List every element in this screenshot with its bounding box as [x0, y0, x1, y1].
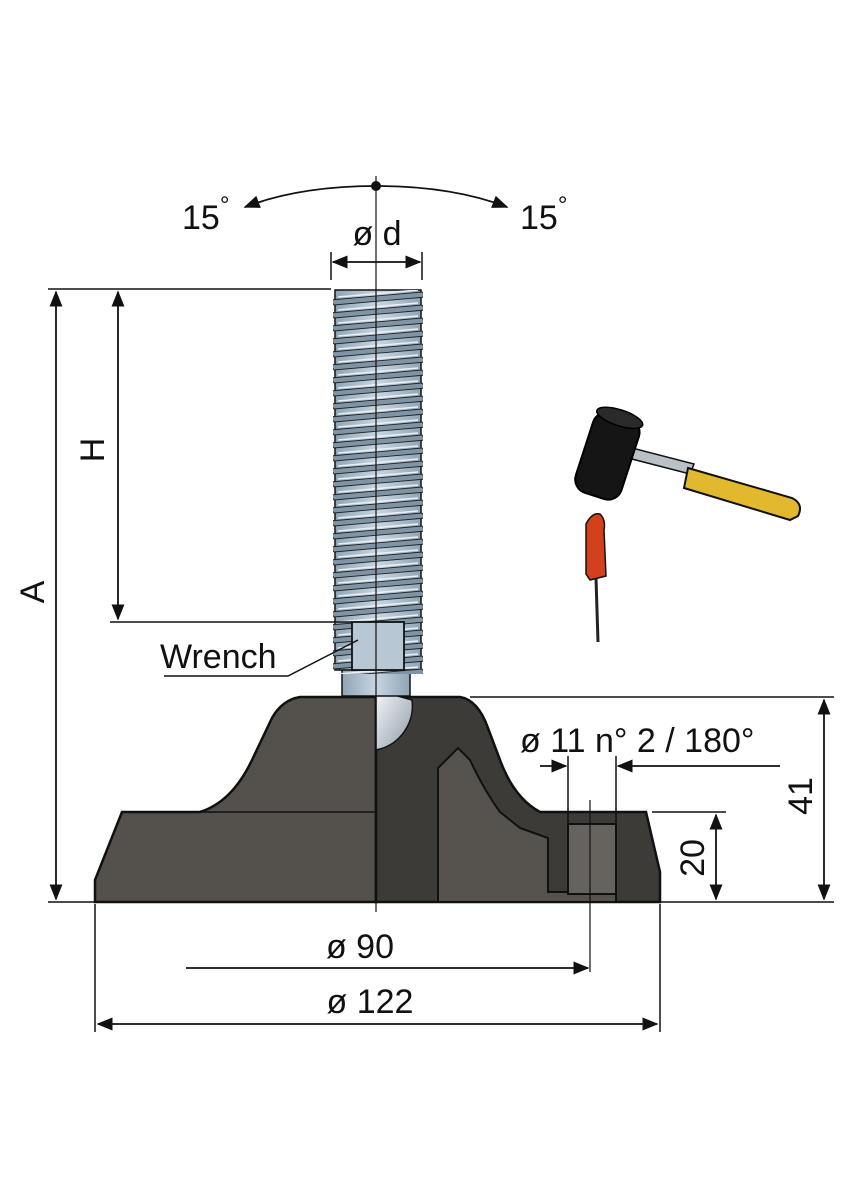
thread-ridge — [333, 369, 423, 384]
tilt-angle-right: 15° — [520, 192, 567, 237]
tilt-arc-left — [243, 185, 377, 208]
base-exterior — [93, 695, 378, 904]
thread-highlight — [337, 588, 419, 597]
thread-ridge — [333, 447, 423, 462]
thread-ridge — [333, 551, 423, 566]
dim-h-label: H — [74, 438, 112, 463]
thread-ridge — [333, 382, 423, 397]
wrench-flat — [351, 621, 405, 671]
thread-ridge — [333, 590, 423, 605]
dim-41-label: 41 — [782, 777, 820, 815]
thread-highlight — [337, 549, 419, 558]
thread-ridge — [333, 434, 423, 449]
thread-highlight — [337, 328, 419, 337]
dim-20-label: 20 — [674, 839, 712, 877]
inner-diameter-label: ø 90 — [326, 928, 394, 966]
thread-highlight — [337, 302, 419, 311]
thread-highlight — [337, 536, 419, 545]
thread-highlight — [337, 445, 419, 454]
thread-ridge — [333, 395, 423, 410]
thread-ridge — [333, 421, 423, 436]
ball-socket — [375, 689, 414, 751]
thread-highlight — [337, 458, 419, 467]
thread-ridge — [333, 525, 423, 540]
thread-ridge — [333, 564, 423, 579]
thread-highlight — [337, 315, 419, 324]
thread-highlight — [337, 601, 419, 610]
tilt-angle-left: 15° — [182, 192, 229, 237]
thread-highlight — [337, 575, 419, 584]
thread-ridge — [333, 317, 423, 332]
dim-a-label: A — [14, 580, 52, 603]
thread-ridge — [333, 304, 423, 319]
threaded-rod — [333, 289, 423, 697]
thread-ridge — [333, 356, 423, 371]
hammer-icon — [574, 406, 801, 522]
base — [93, 689, 662, 904]
thread-highlight — [337, 497, 419, 506]
thread-highlight — [337, 354, 419, 363]
thread-ridge — [333, 343, 423, 358]
thread-highlight — [337, 432, 419, 441]
thread-highlight — [337, 380, 419, 389]
thread-ridge — [359, 668, 423, 674]
thread-ridge — [333, 603, 423, 618]
thread-diameter-label: ø d — [352, 215, 401, 253]
thread-ridge — [333, 460, 423, 475]
screwdriver-icon — [585, 512, 607, 643]
thread-ridge — [333, 512, 423, 527]
mounting-hole — [567, 823, 617, 895]
thread-ridge — [333, 486, 423, 501]
thread-highlight — [337, 562, 419, 571]
wrench-label: Wrench — [160, 638, 277, 676]
thread-ridge — [333, 577, 423, 592]
base-cavity — [437, 746, 617, 903]
tilt-arc-right — [375, 185, 509, 208]
thread-highlight — [337, 290, 419, 298]
outer-diameter-label: ø 122 — [327, 983, 414, 1021]
thread-ridge — [333, 538, 423, 553]
thread-highlight — [337, 406, 419, 415]
thread-ridge — [333, 473, 423, 488]
thread-highlight — [337, 523, 419, 532]
thread-highlight — [337, 367, 419, 376]
wrench-leader — [164, 639, 359, 677]
thread-highlight — [337, 510, 419, 519]
thread-highlight — [337, 471, 419, 480]
thread-ridge — [333, 499, 423, 514]
thread-highlight — [337, 484, 419, 493]
thread-highlight — [337, 419, 419, 428]
thread-ridge — [333, 291, 423, 306]
thread-highlight — [337, 614, 419, 623]
thread-highlight — [337, 341, 419, 350]
holes-label: ø 11 n° 2 / 180° — [520, 722, 754, 760]
thread-ridge — [333, 330, 423, 345]
thread-ridge — [333, 408, 423, 423]
thread-highlight — [337, 393, 419, 402]
